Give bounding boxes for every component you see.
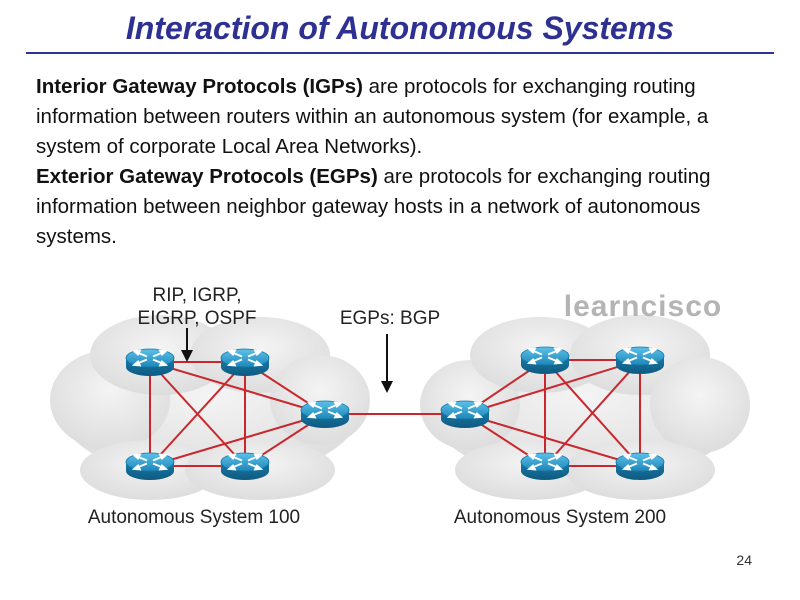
egp-term: Exterior Gateway Protocols (EGPs) bbox=[36, 165, 378, 188]
title-divider bbox=[26, 52, 774, 54]
border-router-icon bbox=[440, 400, 490, 429]
egp-paragraph: Exterior Gateway Protocols (EGPs) are pr… bbox=[36, 162, 776, 252]
link bbox=[464, 359, 641, 415]
as200-label: Autonomous System 200 bbox=[454, 507, 666, 528]
link bbox=[149, 413, 326, 467]
router-icon bbox=[615, 346, 665, 375]
link bbox=[544, 359, 641, 467]
router-icon bbox=[615, 452, 665, 481]
router-icon bbox=[125, 452, 175, 481]
router-icon bbox=[220, 348, 270, 377]
router-icon bbox=[520, 452, 570, 481]
border-router-icon bbox=[300, 400, 350, 429]
egp-arrow bbox=[381, 334, 393, 393]
igp-label-line2: EIGRP, OSPF bbox=[138, 308, 257, 329]
link bbox=[464, 413, 641, 467]
slide-body: Interior Gateway Protocols (IGPs) are pr… bbox=[36, 72, 776, 252]
link bbox=[149, 361, 246, 467]
slide-title: Interaction of Autonomous Systems bbox=[125, 10, 675, 46]
igp-description: are protocols for exchanging routing inf… bbox=[36, 75, 709, 158]
router-icon bbox=[220, 452, 270, 481]
link bbox=[149, 361, 326, 415]
learncisco-watermark: learncisco bbox=[564, 290, 722, 323]
page-number: 24 bbox=[736, 552, 752, 568]
as-diagram: RIP, IGRP, EIGRP, OSPF EGPs: BGP learnci… bbox=[50, 285, 750, 528]
egp-description: are protocols for exchanging routing inf… bbox=[36, 165, 711, 248]
igp-term: Interior Gateway Protocols (IGPs) bbox=[36, 75, 363, 98]
as100-label: Autonomous System 100 bbox=[88, 507, 300, 528]
igp-label-line1: RIP, IGRP, bbox=[152, 285, 241, 306]
router-icon bbox=[125, 348, 175, 377]
egp-label: EGPs: BGP bbox=[340, 308, 440, 329]
igp-arrow bbox=[181, 328, 193, 362]
igp-paragraph: Interior Gateway Protocols (IGPs) are pr… bbox=[36, 72, 776, 162]
router-icon bbox=[520, 346, 570, 375]
